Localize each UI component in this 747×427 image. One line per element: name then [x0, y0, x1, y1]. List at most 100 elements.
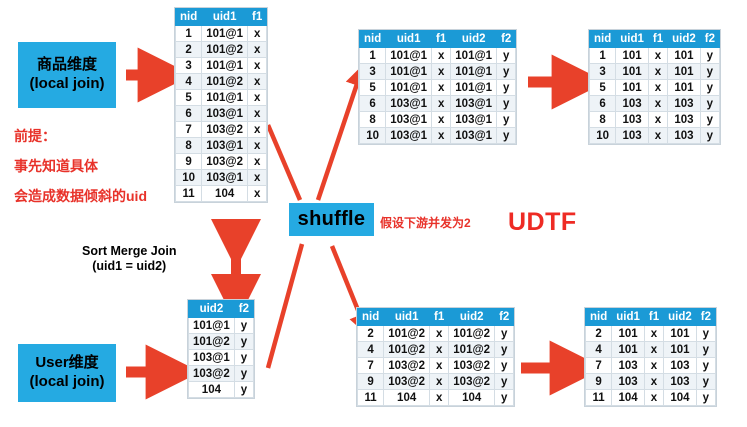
- cell-uid1: 103@2: [201, 153, 249, 170]
- cell-f2: y: [496, 79, 517, 96]
- cell-uid1: 101@1: [201, 89, 249, 106]
- cell-uid2: 103@2: [188, 365, 235, 382]
- cell-nid: 2: [356, 325, 385, 342]
- column-header-uid2: uid2: [188, 300, 235, 318]
- cell-uid2: 101: [667, 63, 701, 80]
- product-dimension-box[interactable]: 商品维度 (local join): [18, 42, 116, 108]
- cell-f2: y: [494, 389, 515, 406]
- cell-nid: 8: [588, 111, 617, 128]
- cell-f1: x: [643, 341, 665, 358]
- cell-f1: x: [429, 341, 450, 358]
- cell-f1: x: [431, 95, 452, 112]
- cell-uid2: 101: [663, 341, 697, 358]
- cell-f1: x: [247, 137, 268, 154]
- user-dimension-label-line1: User维度: [35, 354, 99, 372]
- cell-f1: x: [431, 47, 452, 64]
- arrow-user-table-to-shuffle: [265, 243, 305, 369]
- column-header-f2: f2: [496, 30, 517, 48]
- column-header-uid2: uid2: [448, 308, 496, 326]
- cell-uid1: 103: [611, 373, 645, 390]
- cell-uid1: 101: [611, 325, 645, 342]
- cell-f2: y: [496, 47, 517, 64]
- column-header-uid1: uid1: [201, 8, 249, 26]
- cell-uid1: 101@2: [201, 73, 249, 90]
- cell-f2: y: [699, 79, 721, 96]
- cell-f2: y: [496, 95, 517, 112]
- cell-f1: x: [431, 111, 452, 128]
- cell-uid2: 101@1: [450, 47, 498, 64]
- column-header-nid: nid: [588, 30, 617, 48]
- cell-uid1: 101@2: [383, 325, 431, 342]
- cell-uid2: 103: [667, 111, 701, 128]
- cell-uid1: 103@2: [201, 121, 249, 138]
- cell-nid: 11: [174, 185, 203, 202]
- cell-uid2: 104: [663, 389, 697, 406]
- column-header-f2: f2: [695, 308, 717, 326]
- cell-uid2: 103@1: [188, 349, 235, 366]
- shuffle-box[interactable]: shuffle: [289, 203, 374, 236]
- cell-uid1: 101: [611, 341, 645, 358]
- cell-uid2: 103: [663, 357, 697, 374]
- cell-f1: x: [247, 153, 268, 170]
- user-dimension-box[interactable]: User维度 (local join): [18, 344, 116, 402]
- cell-f2: y: [695, 357, 717, 374]
- column-header-nid: nid: [584, 308, 613, 326]
- product-dimension-label-line1: 商品维度: [36, 56, 97, 74]
- column-header-f2: f2: [233, 300, 255, 318]
- cell-f1: x: [431, 63, 452, 80]
- column-header-uid1: uid1: [611, 308, 645, 326]
- cell-f1: x: [647, 127, 669, 144]
- cell-f2: y: [233, 317, 255, 334]
- cell-uid2: 104: [188, 381, 235, 398]
- cell-nid: 10: [358, 127, 387, 144]
- cell-uid1: 103: [615, 111, 649, 128]
- cell-uid2: 101: [663, 325, 697, 342]
